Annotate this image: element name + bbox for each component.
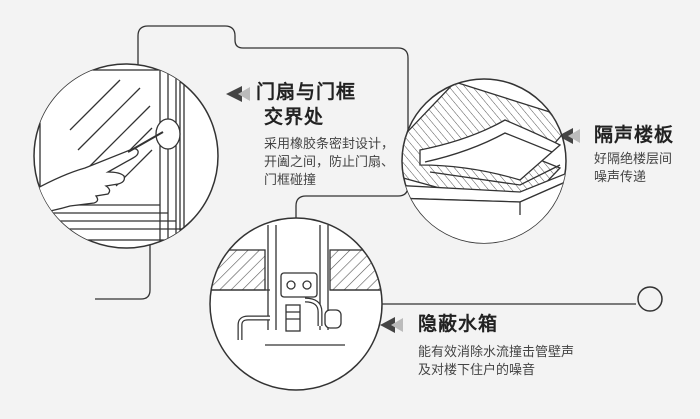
floor-layers-icon [401,78,567,244]
connector-lines [95,25,636,305]
door-desc-line1: 采用橡胶条密封设计， [264,137,395,152]
door-title-line2: 交界处 [264,106,325,128]
door-desc-line2: 开阖之间，防止门扇、 [264,155,395,170]
tank-desc-line1: 能有效消除水流撞击管壁声 [418,345,575,360]
ring-marker-icon [637,286,663,312]
arrow-icons [226,86,580,333]
floor-desc-line1: 好隔绝楼层间 [594,152,673,167]
tank-title: 隐蔽水箱 [418,313,499,335]
concealed-tank-icon [209,217,383,391]
door-hand-icon [33,63,219,249]
tank-desc-line2: 及对楼下住户的噪音 [418,363,536,378]
door-title-line1: 门扇与门框 [256,81,357,103]
floor-desc-line2: 噪声传递 [594,170,647,185]
door-desc-line3: 门框碰撞 [264,173,317,188]
floor-title: 隔声楼板 [594,124,675,146]
